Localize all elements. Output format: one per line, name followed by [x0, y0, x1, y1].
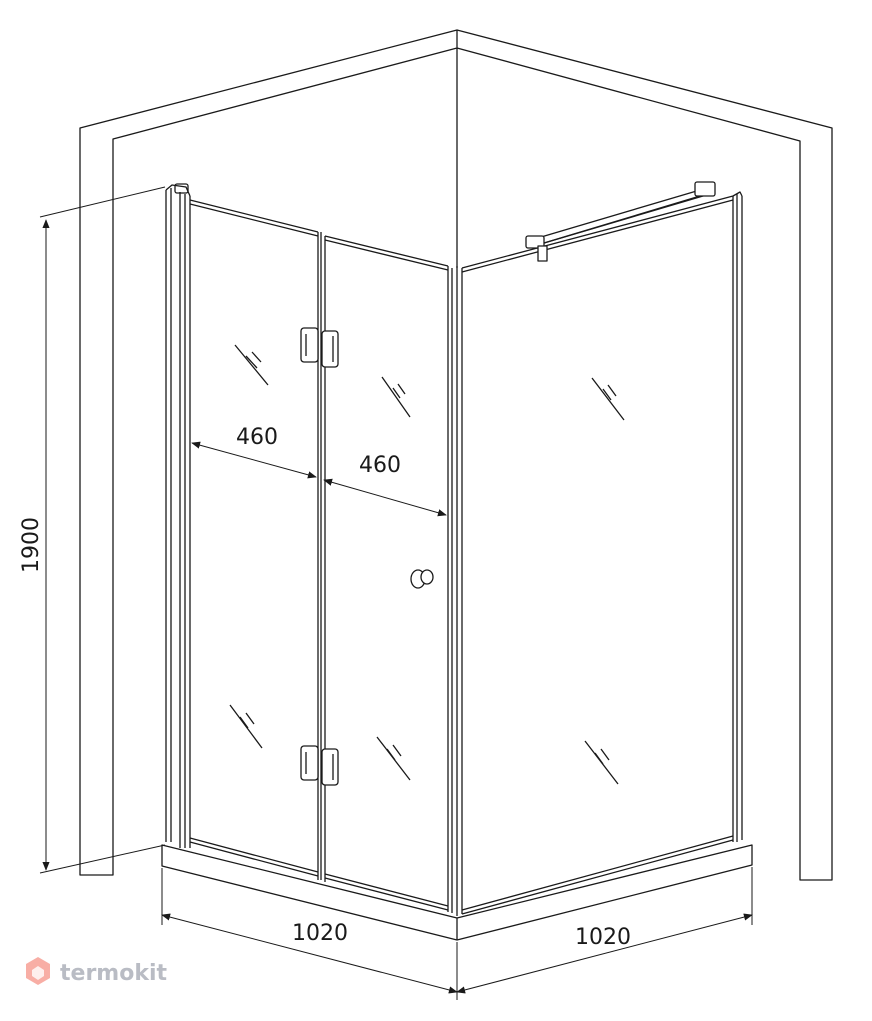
hinge-top	[300, 327, 339, 368]
dimension-lines	[39, 186, 753, 1000]
front-width-dimension-line	[161, 913, 458, 994]
glass-reflection-marks	[229, 344, 625, 785]
side-width-dimension-line	[456, 913, 753, 994]
panel-right-label: 460	[359, 453, 401, 478]
walls	[79, 29, 833, 881]
side-width-label: 1020	[575, 925, 631, 950]
front-width-label: 1020	[292, 921, 348, 946]
side-fixed-panel	[461, 191, 743, 915]
front-folding-door	[165, 183, 463, 916]
height-label: 1900	[19, 517, 44, 573]
door-knob	[410, 569, 434, 589]
panel-left-label: 460	[236, 425, 278, 450]
watermark: termokit	[26, 957, 167, 986]
stabilizer-bar	[525, 181, 716, 262]
hinge-bottom	[300, 745, 339, 786]
panel-right-dimension-line	[323, 478, 447, 517]
watermark-text: termokit	[60, 961, 167, 986]
right-wall	[456, 29, 833, 881]
panel-left-dimension-line	[191, 441, 317, 479]
